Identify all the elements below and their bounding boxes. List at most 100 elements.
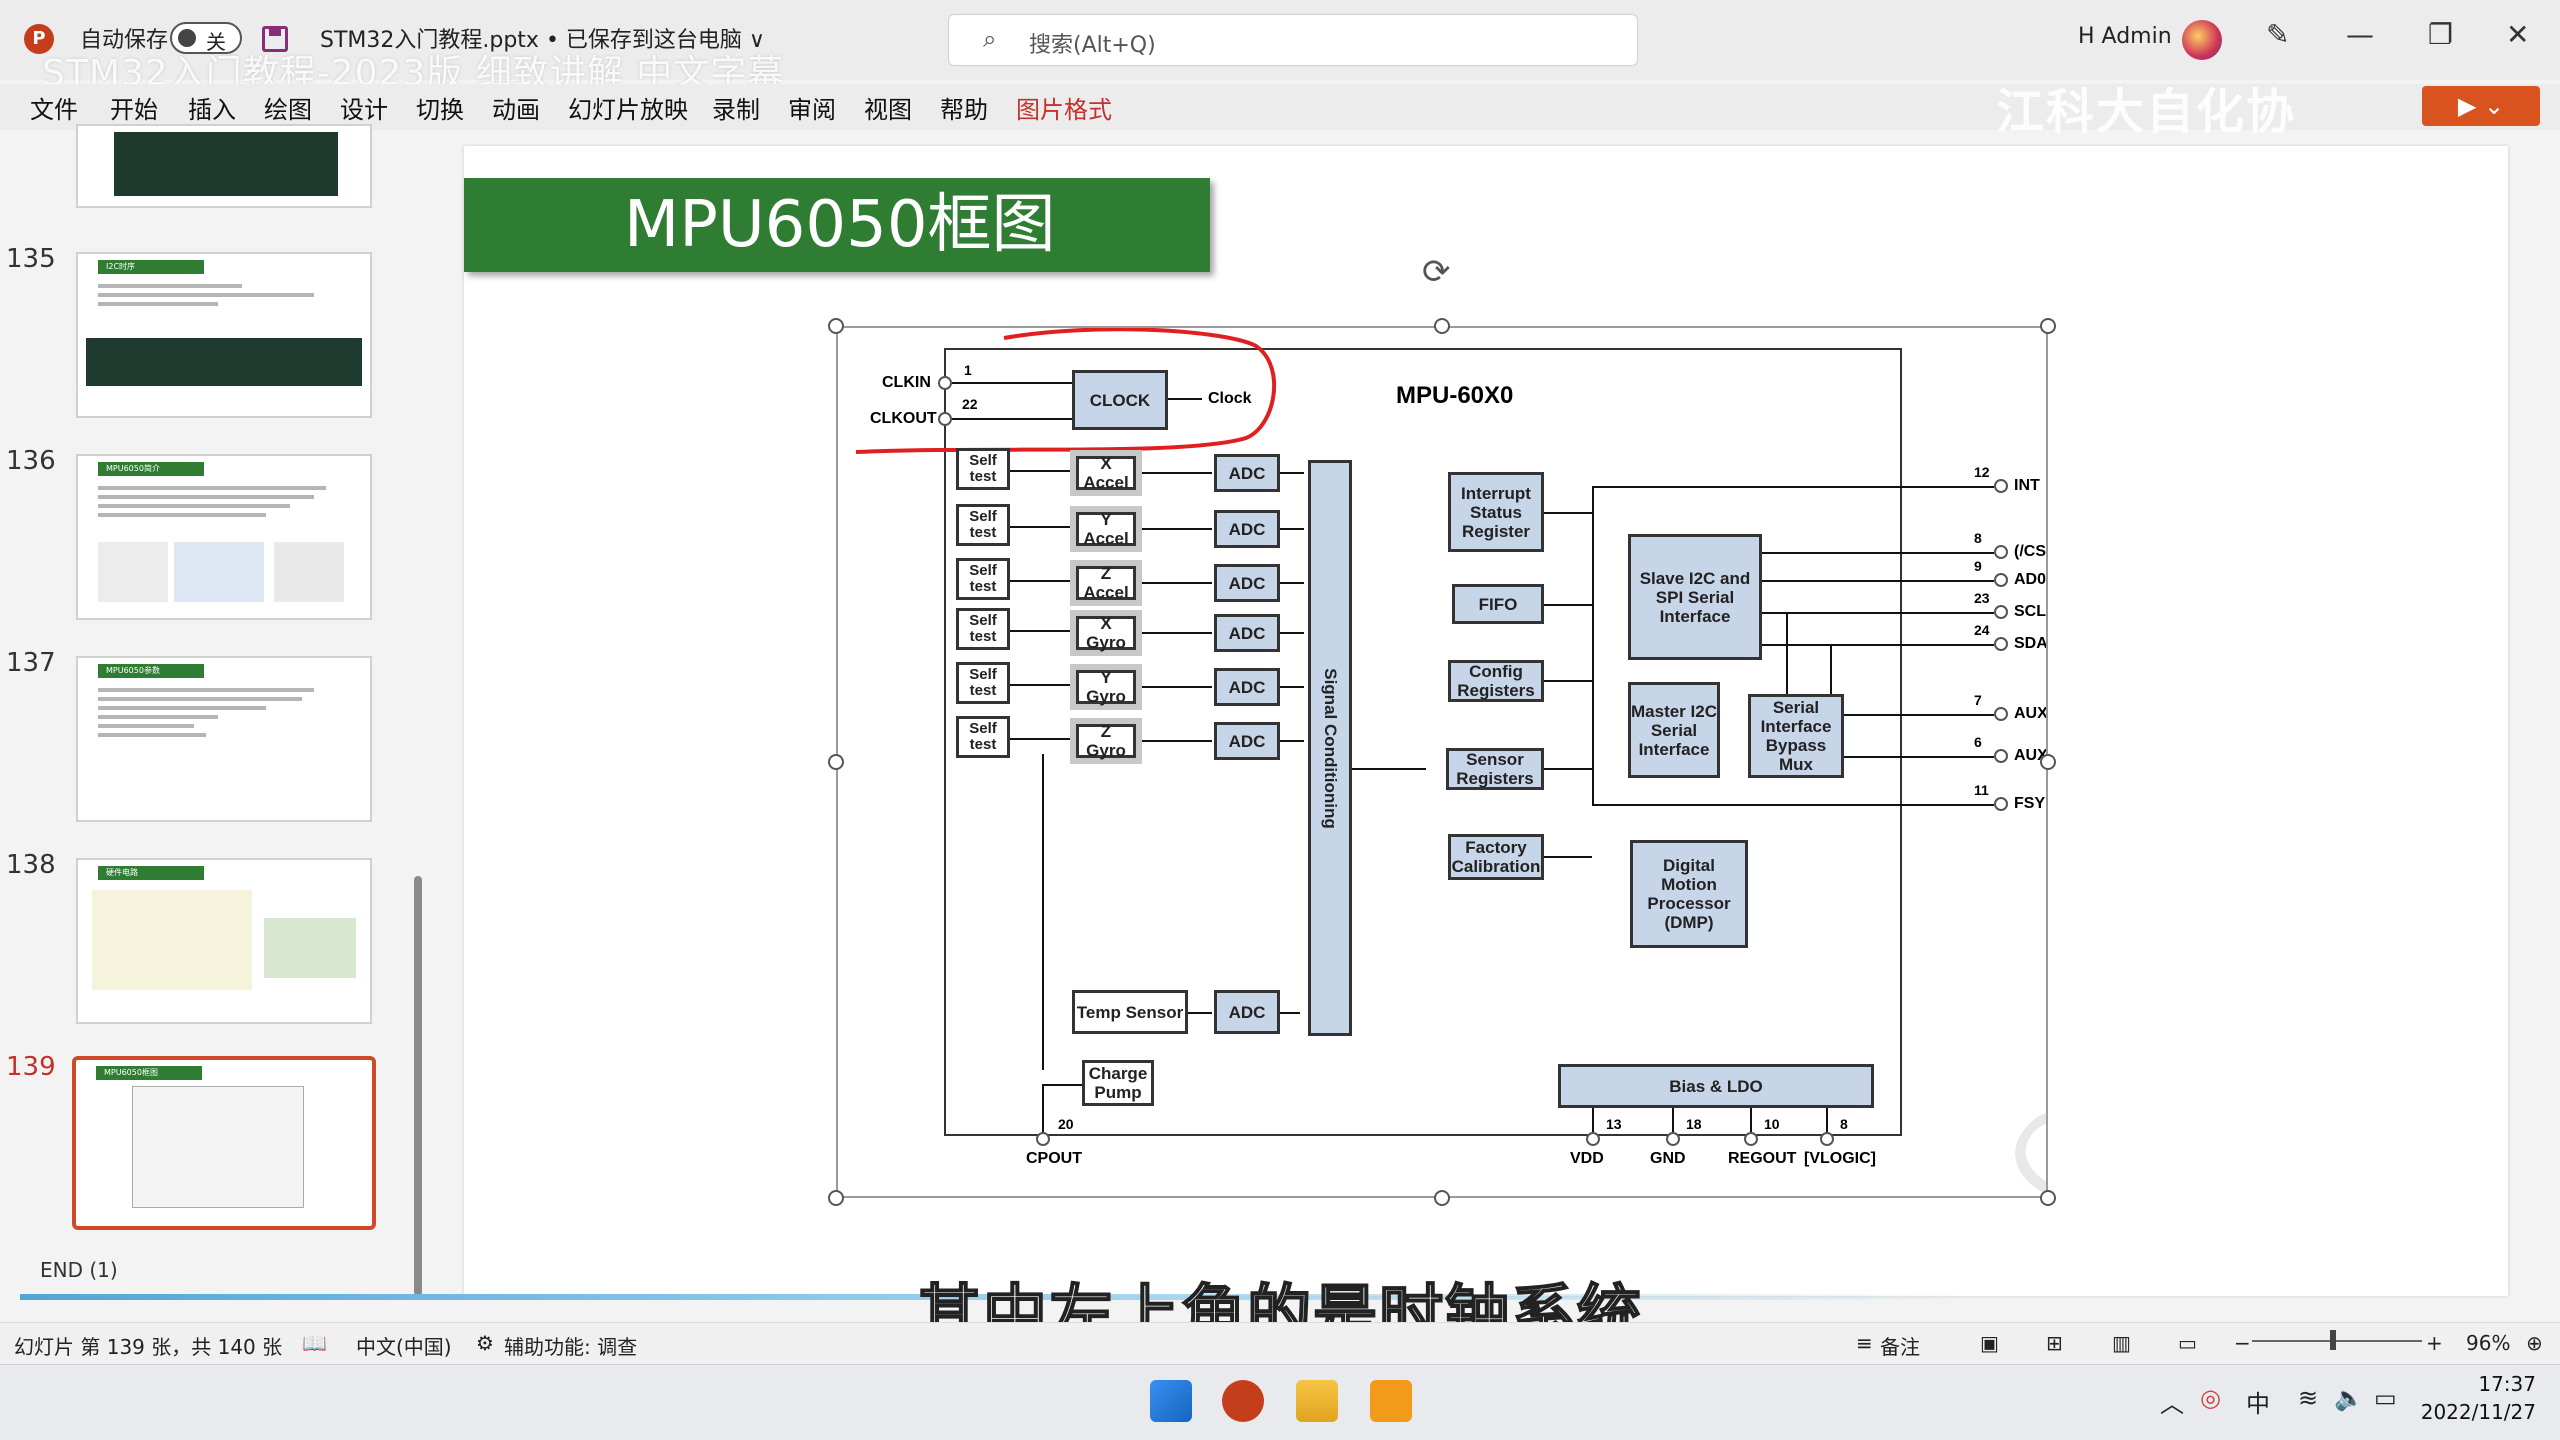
pin-label: (/CS) <box>2014 543 2048 560</box>
slide-canvas[interactable] <box>464 146 2508 1296</box>
pin-label: VDD <box>1570 1150 1604 1167</box>
tab-transitions[interactable]: 切换 <box>416 96 464 124</box>
resize-handle[interactable] <box>1434 318 1450 334</box>
minimize-icon[interactable]: — <box>2346 18 2374 51</box>
tab-help[interactable]: 帮助 <box>940 96 988 124</box>
volume-icon[interactable]: 🔈 <box>2334 1384 2364 1412</box>
resize-handle[interactable] <box>2040 754 2056 770</box>
reading-view-icon[interactable]: ▥ <box>2112 1331 2131 1355</box>
accessibility-status[interactable]: 辅助功能: 调查 <box>504 1335 638 1359</box>
tab-draw[interactable]: 绘图 <box>264 96 312 124</box>
search-input[interactable]: ⌕ 搜索(Alt+Q) <box>948 14 1638 66</box>
slide-thumbnail[interactable]: I2C时序 <box>76 252 372 418</box>
language-indicator[interactable]: 中文(中国) <box>356 1335 452 1359</box>
slide-thumbnail[interactable]: MPU6050参数 <box>76 656 372 822</box>
slide-thumbnail[interactable]: 硬件电路 <box>76 858 372 1024</box>
resize-handle[interactable] <box>828 1190 844 1206</box>
pen-icon[interactable]: ✎ <box>2266 18 2290 51</box>
accessibility-icon[interactable]: ⚙ <box>476 1331 494 1355</box>
resize-handle[interactable] <box>1434 1190 1450 1206</box>
ime-indicator[interactable]: 中 <box>2246 1390 2270 1418</box>
close-icon[interactable]: ✕ <box>2506 18 2530 51</box>
mpu6050-block-diagram[interactable]: MPU-60X0 CLKIN CLKOUT 1 22 CLOCK Clock S… <box>836 326 2048 1198</box>
tab-review[interactable]: 审阅 <box>788 96 836 124</box>
cpout-label: CPOUT <box>1026 1150 1082 1167</box>
wifi-icon[interactable]: ≋ <box>2298 1384 2319 1412</box>
present-button[interactable]: ▶ ⌄ <box>2422 86 2540 126</box>
zoom-slider-knob[interactable] <box>2330 1330 2336 1350</box>
notes-button[interactable]: 备注 <box>1880 1335 1920 1359</box>
user-name[interactable]: H Admin <box>2078 24 2172 49</box>
slide-title[interactable]: MPU6050框图 <box>464 178 1210 272</box>
document-title[interactable]: STM32入门教程.pptx • 已保存到这台电脑 ∨ <box>320 28 766 53</box>
picture-selection-frame[interactable] <box>836 326 2048 1198</box>
autosave-toggle[interactable]: 关 <box>170 22 242 54</box>
tab-view[interactable]: 视图 <box>864 96 912 124</box>
pin-label: INT <box>2014 477 2040 494</box>
slide-sorter-icon[interactable]: ⊞ <box>2046 1331 2063 1355</box>
pin-number: 11 <box>1974 782 1989 798</box>
slide-thumbnail[interactable] <box>76 124 372 208</box>
avatar[interactable] <box>2182 20 2222 60</box>
slide-thumbnail-panel: 135 I2C时序 136 MPU6050简介 137 MPU6050参数 13… <box>0 124 410 1310</box>
save-icon[interactable] <box>262 26 288 52</box>
tab-slideshow[interactable]: 幻灯片放映 <box>568 96 688 124</box>
powerpoint-taskbar-icon[interactable] <box>1222 1380 1264 1422</box>
slide-thumbnail[interactable]: MPU6050简介 <box>76 454 372 620</box>
connector-line <box>1010 580 1072 582</box>
file-explorer-icon[interactable] <box>1296 1380 1338 1422</box>
scrollbar-thumb[interactable] <box>414 876 422 1296</box>
resize-handle[interactable] <box>828 754 844 770</box>
bias-ldo-block: Bias & LDO <box>1558 1064 1874 1108</box>
clock-date[interactable]: 2022/11/27 <box>2420 1400 2536 1424</box>
rotate-handle-icon[interactable]: ⟳ <box>1422 252 1451 292</box>
resize-handle[interactable] <box>828 318 844 334</box>
notes-icon[interactable]: ≡ <box>1856 1331 1873 1355</box>
tray-app-icon[interactable]: ◎ <box>2200 1384 2221 1412</box>
tab-home[interactable]: 开始 <box>110 96 158 124</box>
zoom-in-button[interactable]: + <box>2426 1331 2443 1355</box>
slideshow-view-icon[interactable]: ▭ <box>2178 1331 2197 1355</box>
search-icon: ⌕ <box>983 25 997 53</box>
connector-line <box>1750 1108 1752 1136</box>
video-progress-glow <box>20 1294 1980 1300</box>
clock-time[interactable]: 17:37 <box>2478 1372 2536 1396</box>
battery-icon[interactable]: ▭ <box>2374 1384 2397 1412</box>
tab-file[interactable]: 文件 <box>30 96 78 124</box>
zoom-out-button[interactable]: − <box>2234 1331 2251 1355</box>
thumb-header: MPU6050参数 <box>98 664 204 678</box>
toggle-knob <box>178 29 196 47</box>
tab-animations[interactable]: 动画 <box>492 96 540 124</box>
zoom-level[interactable]: 96% <box>2466 1331 2511 1355</box>
clock-block: CLOCK <box>1072 370 1168 430</box>
pin-number: 12 <box>1974 464 1990 480</box>
tab-design[interactable]: 设计 <box>340 96 388 124</box>
waveform-image <box>86 338 362 386</box>
section-end[interactable]: END (1) <box>40 1258 118 1282</box>
slide-thumbnail-selected[interactable]: MPU6050框图 <box>72 1056 376 1230</box>
tray-chevron-icon[interactable]: ︿ <box>2160 1390 2184 1418</box>
fit-slide-icon[interactable]: ⊕ <box>2526 1331 2543 1355</box>
pin-circle <box>1820 1132 1834 1146</box>
app-taskbar-icon[interactable] <box>1370 1380 1412 1422</box>
slide-number: 138 <box>6 850 56 880</box>
windows-start-icon[interactable] <box>1150 1380 1192 1422</box>
sensor-block: X Gyro <box>1076 614 1136 652</box>
tab-insert[interactable]: 插入 <box>188 96 236 124</box>
resize-handle[interactable] <box>2040 318 2056 334</box>
status-bar: 幻灯片 第 139 张，共 140 张 📖 中文(中国) ⚙ 辅助功能: 调查 … <box>0 1322 2560 1364</box>
normal-view-icon[interactable]: ▣ <box>1980 1331 1999 1355</box>
pin-number: 6 <box>1974 734 1982 750</box>
connector-line <box>1010 630 1072 632</box>
zoom-slider[interactable] <box>2252 1340 2422 1342</box>
resize-handle[interactable] <box>2040 1190 2056 1206</box>
restore-icon[interactable]: ❐ <box>2428 18 2454 51</box>
chip-outline <box>944 348 1902 1136</box>
pin-circle <box>1994 605 2008 619</box>
thumb-header: I2C时序 <box>98 260 204 274</box>
tab-record[interactable]: 录制 <box>712 96 760 124</box>
pin-circle <box>1994 707 2008 721</box>
interrupt-status-register: Interrupt Status Register <box>1448 472 1544 552</box>
spellcheck-icon[interactable]: 📖 <box>302 1331 327 1355</box>
tab-picture-format[interactable]: 图片格式 <box>1016 96 1112 124</box>
